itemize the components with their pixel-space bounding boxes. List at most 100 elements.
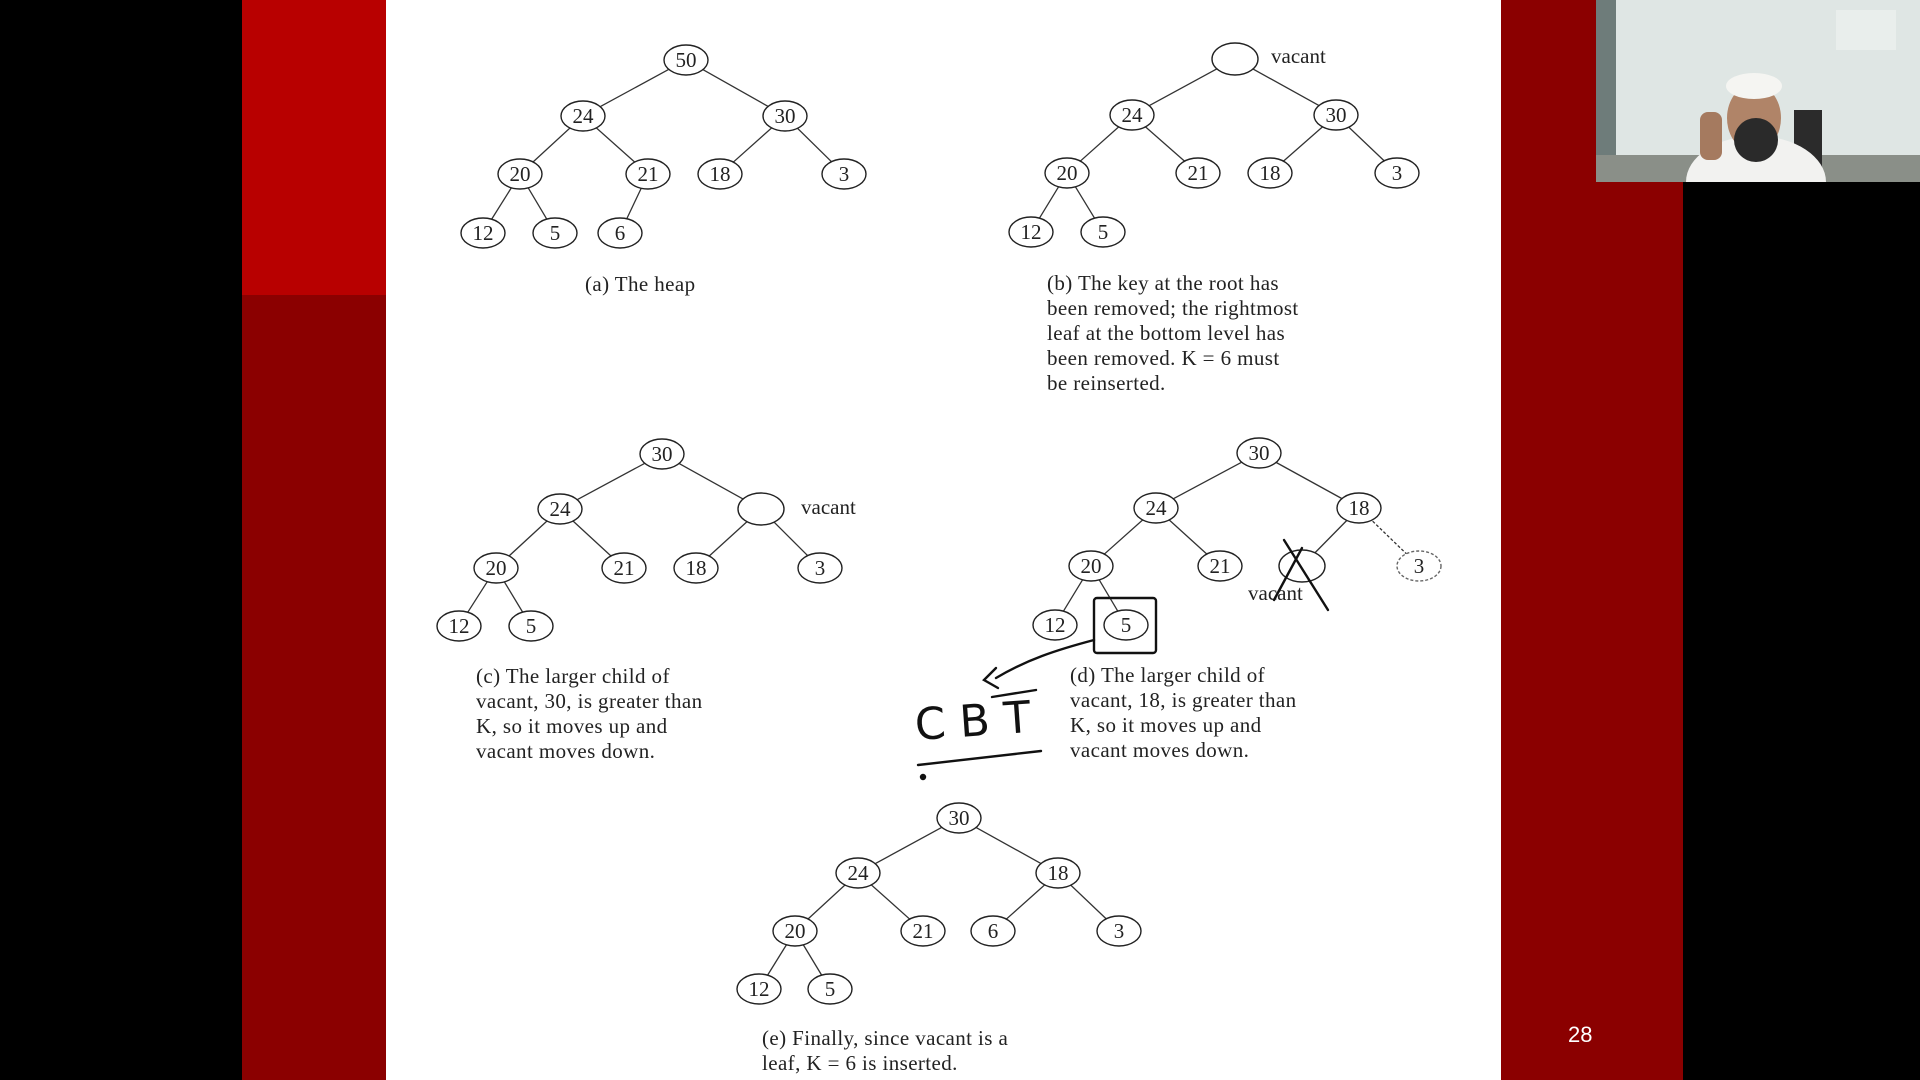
heap-node: 20 [1044, 157, 1090, 189]
heap-node: 30 [639, 438, 685, 470]
heap-node-label: 30 [775, 104, 796, 128]
tree-edge [572, 460, 650, 503]
tree-edge [1368, 517, 1410, 557]
arrow-head [982, 666, 1000, 690]
panel-e-caption: (e) Finally, since vacant is a leaf, K =… [762, 1026, 1009, 1075]
ink-dot [919, 773, 927, 781]
heap-node: 24 [1133, 492, 1179, 524]
heap-node-label: 24 [550, 497, 572, 521]
heap-node-label: 5 [526, 614, 537, 638]
tree-edge [526, 185, 549, 222]
tree-edge [593, 124, 638, 166]
heap-node: 24 [560, 100, 606, 132]
tree-edge [529, 125, 574, 165]
panel-c-vacant-label: vacant [801, 495, 856, 519]
heap-node-label: 30 [1249, 441, 1270, 465]
heap-node: 21 [1197, 550, 1243, 582]
heap-node: 21 [1175, 157, 1221, 189]
heap-node-label: 6 [615, 221, 626, 245]
heap-node: 21 [601, 552, 647, 584]
panel-a-caption: (a) The heap [585, 272, 696, 296]
heap-node-label: 12 [473, 221, 494, 245]
panel-c-caption: (c) The larger child of vacant, 30, is g… [476, 664, 703, 763]
heap-node-label: 30 [652, 442, 673, 466]
heap-node: 18 [1247, 157, 1293, 189]
panel-d-vacant-label: vacant [1248, 581, 1303, 605]
heap-node-label: 5 [1121, 613, 1132, 637]
heap-diagram: 50 24 30 20 21 18 3 12 5 6 24 30 20 21 18 3 12 5 30 24 20 21 1… [436, 42, 1442, 1005]
heap-node: 5 [807, 973, 853, 1005]
heap-node: 12 [436, 610, 482, 642]
heap-node-label: 18 [1349, 496, 1370, 520]
heap-node: 3 [821, 158, 867, 190]
left-red-accent [242, 0, 386, 295]
tree-edge [730, 124, 775, 166]
heap-node: 5 [1080, 216, 1126, 248]
tree-edge [770, 518, 811, 559]
heap-node: 18 [673, 552, 719, 584]
tree-edge [765, 942, 789, 978]
heap-node: 20 [772, 915, 818, 947]
left-red-frame [242, 0, 386, 1080]
heap-node: 3 [1096, 915, 1142, 947]
heap-node-label: 5 [550, 221, 561, 245]
heap-node: 30 [936, 802, 982, 834]
highlight-box [1092, 596, 1158, 655]
handwritten-cbt: CBT [913, 691, 1046, 751]
heap-node: 12 [1032, 609, 1078, 641]
tree-edge [1101, 516, 1146, 558]
heap-node-label: 20 [1081, 554, 1102, 578]
heap-node-label: 21 [1188, 161, 1209, 185]
heap-node-label: 50 [676, 48, 697, 72]
heap-node: 5 [508, 610, 554, 642]
heap-node: 18 [1336, 492, 1382, 524]
tree-edge [673, 460, 750, 503]
tree-edge [465, 579, 490, 615]
tree-edge [1067, 882, 1110, 922]
tree-edge [1246, 65, 1325, 109]
tree-edge [1143, 65, 1224, 109]
tree-edge [1168, 459, 1247, 502]
heap-node-label: 3 [1414, 554, 1425, 578]
tree-edge [1073, 184, 1097, 221]
cross-mark-line-1 [1282, 538, 1330, 612]
tree-edge [1280, 123, 1326, 165]
handwritten-dash [990, 688, 1038, 699]
left-letterbox [0, 0, 242, 1080]
heap-node: 24 [1109, 99, 1155, 131]
heap-node-label: 20 [785, 919, 806, 943]
tree-edge [625, 186, 643, 221]
heap-node-label: 6 [988, 919, 999, 943]
heap-node: 5 [1103, 609, 1149, 641]
heap-node-label: 3 [1392, 161, 1403, 185]
heap-node: 18 [1035, 857, 1081, 889]
cross-mark-line-2 [1272, 546, 1304, 602]
heap-node: 30 [1236, 437, 1282, 469]
heap-node-label: 24 [573, 104, 595, 128]
heap-node-label: 20 [510, 162, 531, 186]
heap-node-label: 20 [486, 556, 507, 580]
tree-edge [569, 518, 615, 559]
heap-node-label: 3 [1114, 919, 1125, 943]
slide-canvas: 50 24 30 20 21 18 3 12 5 6 24 30 20 21 18 3 12 5 30 24 20 21 1… [386, 0, 1501, 1080]
tree-edge [1097, 577, 1120, 614]
heap-node-label: 21 [913, 919, 934, 943]
heap-node: 12 [1008, 216, 1054, 248]
tree-edge [594, 66, 675, 110]
heap-node: 20 [497, 158, 543, 190]
tree-edge [489, 185, 514, 222]
heap-node-label: 30 [1326, 103, 1347, 127]
heap-node-label: 30 [949, 806, 970, 830]
handwritten-annotation [916, 538, 1330, 781]
tree-edge [1165, 516, 1211, 558]
heap-node: 18 [697, 158, 743, 190]
heap-node-label: 24 [848, 861, 870, 885]
heap-node-label: 12 [1021, 220, 1042, 244]
heap-node-label: 3 [815, 556, 826, 580]
tree-edge [868, 881, 913, 923]
tree-edge [1142, 123, 1188, 165]
heap-node: 24 [537, 493, 583, 525]
heap-node-label: 18 [1048, 861, 1069, 885]
heap-node-label: 21 [1210, 554, 1231, 578]
heap-node-label: 21 [614, 556, 635, 580]
